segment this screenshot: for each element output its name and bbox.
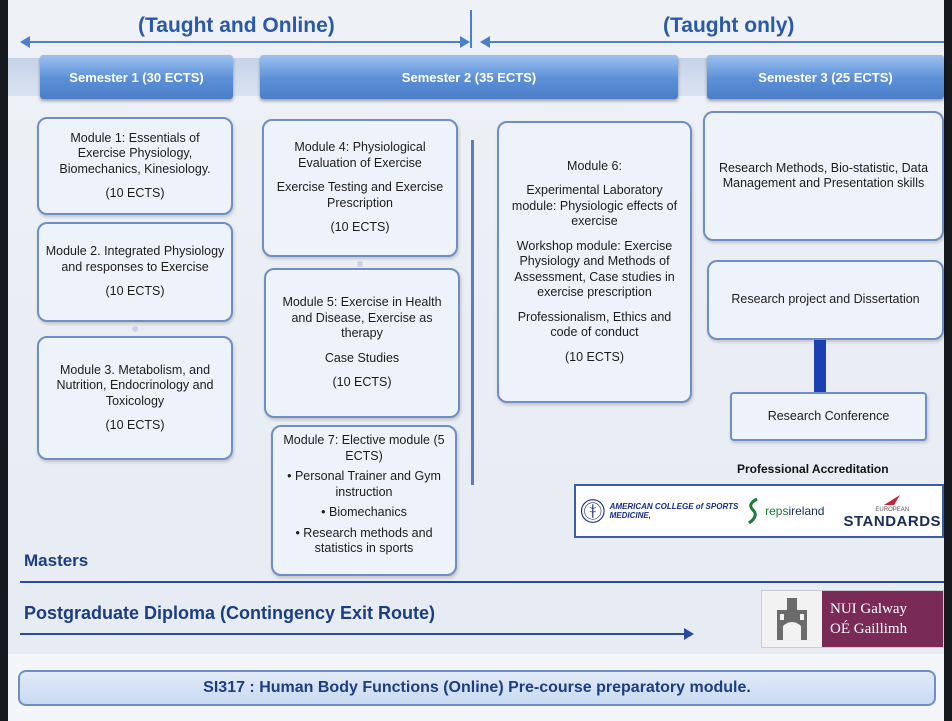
eu-top-text: EUROPEAN [875, 506, 910, 513]
semester-2-divider [471, 140, 474, 485]
masters-line [20, 581, 944, 583]
nui-galway-logo: NUI Galway OÉ Gaillimh [761, 590, 944, 648]
reps-swoosh-icon [748, 497, 758, 525]
arrow-right-span [490, 41, 944, 43]
eu-arrow-icon [884, 494, 901, 505]
list-item: Personal Trainer and Gym instruction [279, 469, 449, 500]
reps-text: repsireland [765, 504, 824, 518]
acsm-logo: AMERICAN COLLEGE of SPORTS MEDICINE, [576, 494, 743, 528]
semester-1-banner: Semester 1 (30 ECTS) [40, 55, 233, 99]
research-project-box: Research project and Dissertation [707, 260, 944, 340]
module-1-title: Module 1: Essentials of Exercise Physiol… [59, 130, 211, 176]
module-6-credits: (10 ECTS) [564, 349, 625, 364]
module-6-box: Module 6: Experimental Laboratory module… [497, 121, 692, 403]
module-6-workshop: Workshop module: Exercise Physiology and… [514, 238, 675, 300]
module-7-title: Module 7: Elective module (5 ECTS) [283, 433, 445, 463]
top-divider [470, 10, 472, 48]
research-conference-box: Research Conference [730, 392, 927, 441]
nui-crest-icon [762, 591, 822, 647]
module-4-sub: Exercise Testing and Exercise Prescripti… [276, 180, 444, 210]
reps-word: reps [765, 504, 789, 518]
nui-line-1: NUI Galway [830, 601, 908, 617]
arrow-right-head [460, 36, 470, 48]
research-methods-text: Research Methods, Bio-statistic, Data Ma… [718, 160, 929, 191]
research-project-text: Research project and Dissertation [731, 292, 920, 307]
arrow-right-span-head [480, 36, 490, 48]
module-5-credits: (10 ECTS) [332, 375, 392, 390]
module-1-box: Module 1: Essentials of Exercise Physiol… [37, 117, 233, 215]
nui-line-2: OÉ Gaillimh [830, 621, 908, 637]
research-methods-box: Research Methods, Bio-statistic, Data Ma… [703, 111, 944, 241]
module-1-credits: (10 ECTS) [105, 186, 165, 200]
module-4-box: Module 4: Physiological Evaluation of Ex… [262, 119, 458, 257]
module-6-title: Module 6: [567, 158, 622, 173]
ireland-word: ireland [788, 504, 825, 518]
module-6-lab: Experimental Laboratory module: Physiolo… [511, 183, 678, 229]
semester-3-banner: Semester 3 (25 ECTS) [707, 55, 944, 99]
project-to-conference-connector [814, 340, 826, 392]
list-item: Research methods and statistics in sport… [279, 526, 449, 557]
module-7-list: Personal Trainer and Gym instruction Bio… [279, 464, 449, 557]
precourse-module-banner: SI317 : Human Body Functions (Online) Pr… [18, 670, 936, 706]
module-2-title: Module 2. Integrated Physiology and resp… [45, 244, 225, 274]
masters-label: Masters [24, 551, 89, 570]
module-3-title: Module 3. Metabolism, and Nutrition, End… [56, 362, 214, 408]
nui-name: NUI Galway OÉ Gaillimh [822, 591, 943, 647]
module-2-credits: (10 ECTS) [105, 284, 165, 299]
accreditation-title: Professional Accreditation [737, 462, 889, 476]
connector-dot [132, 326, 138, 332]
list-item: Biomechanics [279, 505, 449, 521]
semester-2-banner: Semester 2 (35 ECTS) [260, 55, 678, 99]
arrow-left-head [20, 36, 30, 48]
module-2-box: Module 2. Integrated Physiology and resp… [37, 222, 233, 322]
research-conference-text: Research Conference [767, 408, 890, 423]
frame-edge [944, 0, 952, 721]
module-5-sub: Case Studies [324, 350, 400, 365]
eu-main-text: STANDARDS [843, 512, 942, 530]
reps-ireland-logo: repsireland [743, 496, 842, 526]
pgdip-arrow-line [20, 633, 686, 635]
module-6-professionalism: Professionalism, Ethics and code of cond… [517, 309, 672, 340]
header-taught-online: (Taught and Online) [138, 14, 335, 37]
pgdip-label: Postgraduate Diploma (Contingency Exit R… [24, 603, 436, 623]
module-4-title: Module 4: Physiological Evaluation of Ex… [294, 140, 426, 170]
european-standards-logo: EUROPEAN STANDARDS [843, 493, 942, 530]
pgdip-arrow-head [684, 628, 694, 640]
module-5-title: Module 5: Exercise in Health and Disease… [282, 295, 442, 341]
module-3-box: Module 3. Metabolism, and Nutrition, End… [37, 336, 233, 460]
arrow-left-span [28, 41, 462, 43]
accreditation-logos: AMERICAN COLLEGE of SPORTS MEDICINE, rep… [574, 484, 944, 538]
acsm-text: AMERICAN COLLEGE of SPORTS MEDICINE, [609, 502, 739, 520]
module-7-box: Module 7: Elective module (5 ECTS) Perso… [271, 425, 457, 576]
module-5-box: Module 5: Exercise in Health and Disease… [264, 268, 460, 418]
module-4-credits: (10 ECTS) [330, 220, 390, 235]
acsm-seal-icon [580, 499, 605, 523]
module-3-credits: (10 ECTS) [105, 418, 165, 432]
connector-dot [357, 261, 363, 267]
header-taught-only: (Taught only) [663, 14, 795, 37]
